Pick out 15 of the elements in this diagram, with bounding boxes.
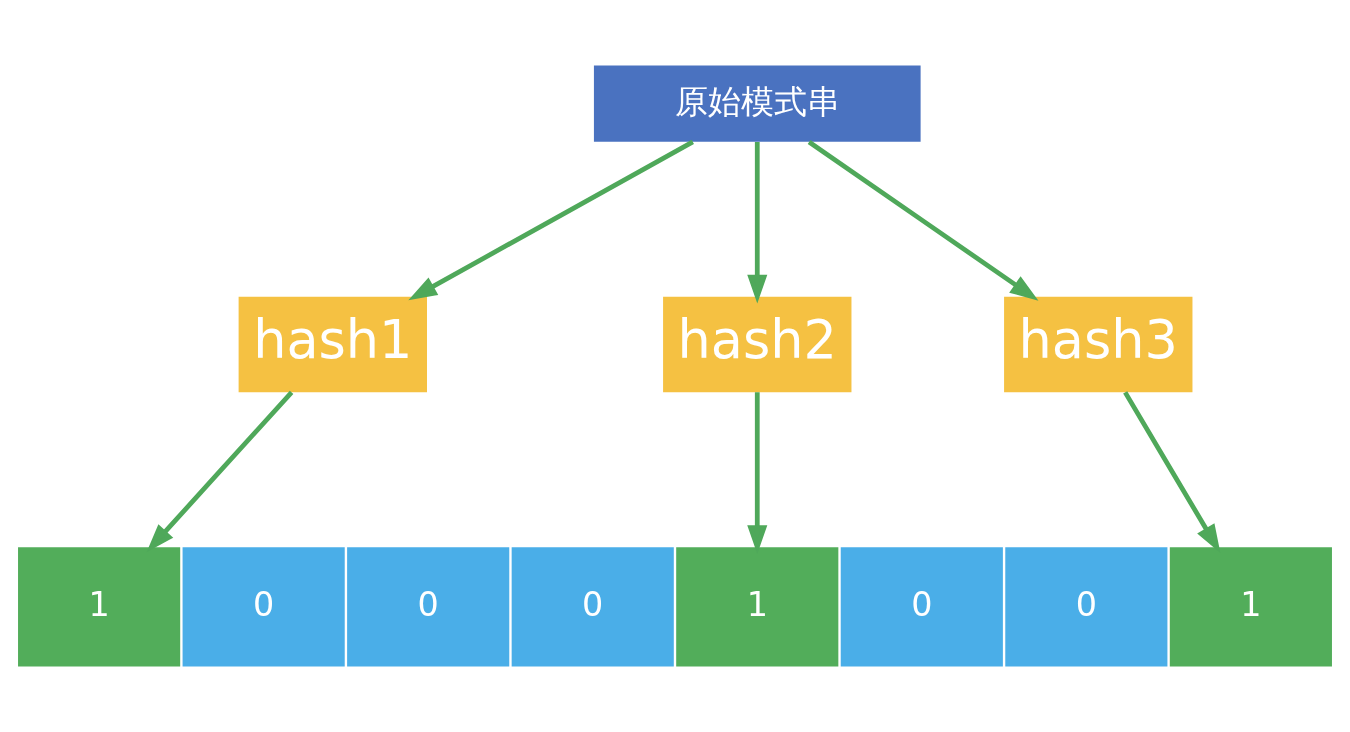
node-box: 0 [1005, 547, 1168, 667]
node-box: 1 [18, 547, 181, 667]
node-box: 0 [840, 547, 1003, 667]
arrow [408, 139, 694, 301]
node-box: 1 [676, 547, 839, 667]
node-box: hash1 [238, 296, 427, 393]
node-box: hash3 [1004, 296, 1193, 393]
node-box: hash2 [663, 296, 852, 393]
node-box: 0 [182, 547, 345, 667]
arrow [747, 141, 768, 304]
node-box: 1 [1169, 547, 1332, 667]
node-box: 0 [511, 547, 674, 667]
node-box: 原始模式串 [593, 65, 921, 142]
arrow [807, 139, 1039, 301]
node-box: 0 [347, 547, 510, 667]
